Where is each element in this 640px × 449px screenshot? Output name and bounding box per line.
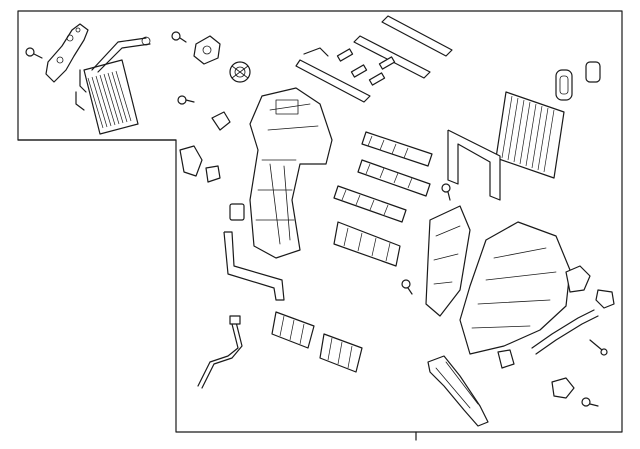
evaporator-core (495, 91, 565, 179)
door-flaps (271, 131, 433, 373)
door-actuator-right (497, 265, 615, 399)
screws-scattered (177, 95, 608, 407)
blend-door-actuator (229, 61, 251, 83)
screw-a (177, 95, 195, 105)
mode-door-actuator (171, 31, 221, 65)
screw-b (441, 183, 451, 201)
screw-c (401, 279, 413, 295)
screws (25, 47, 43, 59)
aspirator-duct (427, 355, 489, 427)
filter-seal-strips (295, 15, 453, 103)
case-bracket (223, 231, 285, 301)
foam-seals (555, 61, 601, 101)
temp-sensor (197, 315, 243, 389)
drain-hose (531, 309, 599, 355)
heater-pipes (91, 36, 151, 73)
screw-d (581, 397, 599, 407)
heater-pipe-bracket (45, 23, 89, 83)
case-seal-frame (447, 129, 501, 201)
screw-e (589, 339, 608, 356)
hvac-case-right (425, 205, 571, 355)
heater-core (75, 59, 139, 135)
small-clips (179, 111, 245, 221)
screw-inset (25, 47, 43, 59)
hvac-case-left (249, 87, 333, 259)
